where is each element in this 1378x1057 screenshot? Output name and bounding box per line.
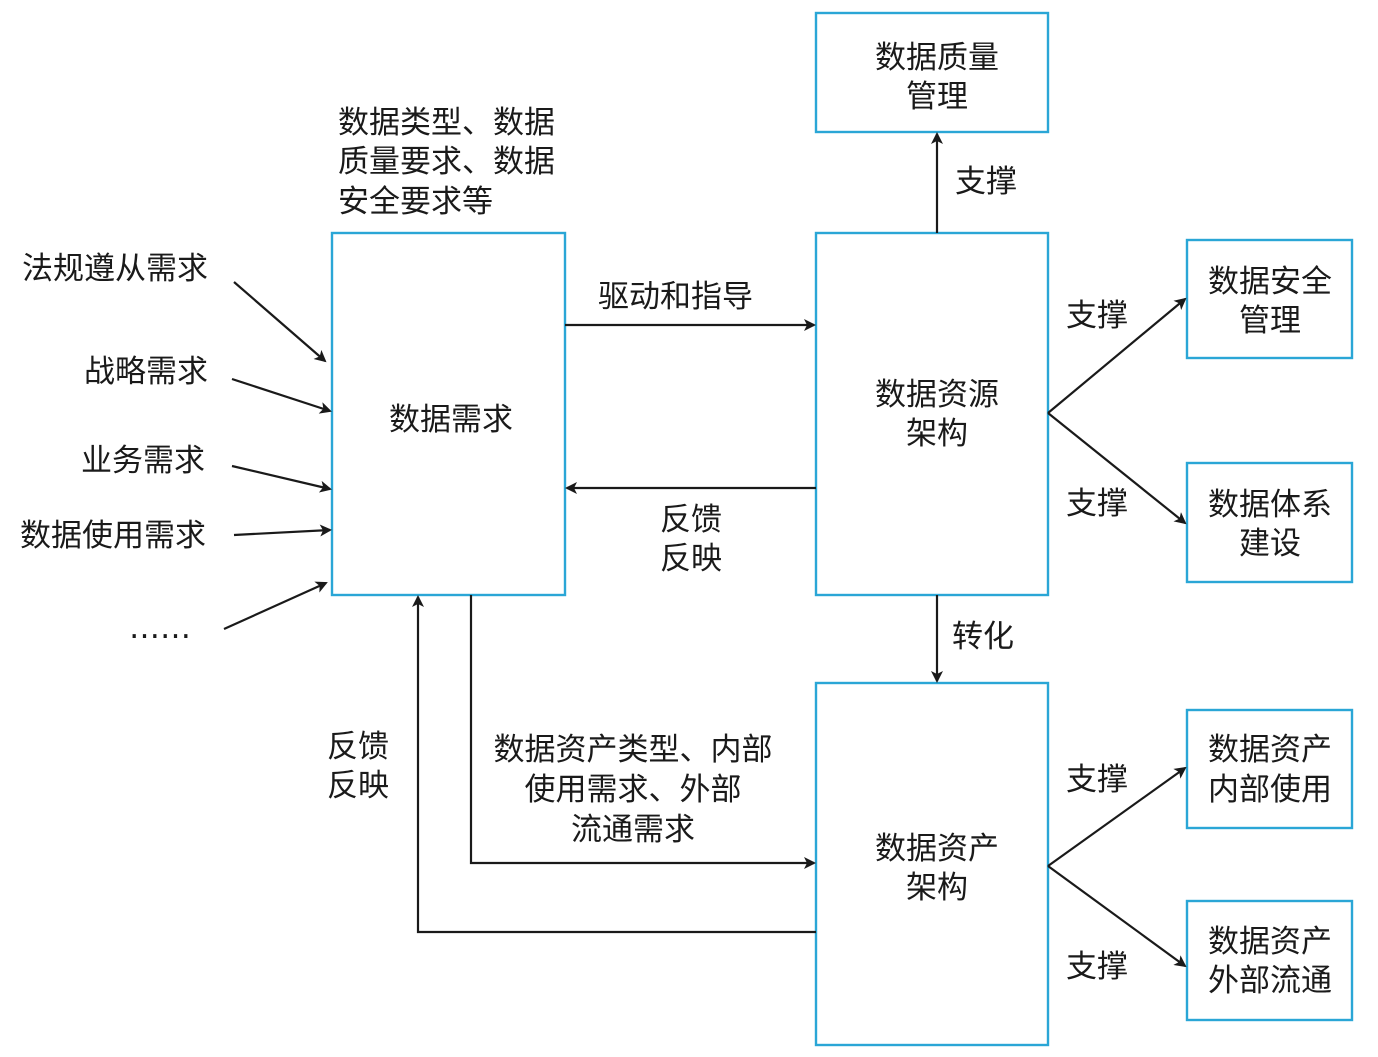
edge-label-asset-req-3: 流通需求 bbox=[571, 812, 695, 848]
edge-label-feedback-top-1: 反馈 bbox=[660, 502, 722, 538]
arrow-data-usage bbox=[233, 524, 332, 537]
security-box-line-2: 管理 bbox=[1239, 303, 1301, 339]
edge-label-support-security: 支撑 bbox=[1066, 298, 1128, 334]
system-construction-box bbox=[1185, 461, 1354, 584]
demand-box-title: 数据需求 bbox=[389, 402, 513, 438]
label-strategy: 战略需求 bbox=[84, 354, 208, 390]
arrow-support-external bbox=[1047, 865, 1187, 968]
edge-label-transform: 转化 bbox=[952, 619, 1014, 655]
edge-label-feedback-left-2: 反映 bbox=[327, 768, 389, 804]
edge-label-asset-req-1: 数据资产类型、内部 bbox=[494, 732, 773, 768]
arrow-support-security bbox=[1047, 297, 1187, 414]
external-circulation-box bbox=[1185, 899, 1354, 1022]
resource-box-line-2: 架构 bbox=[906, 416, 968, 452]
edge-label-drive: 驱动和指导 bbox=[598, 279, 753, 315]
quality-management-box bbox=[814, 11, 1050, 134]
demand-note-line-1: 数据类型、数据 bbox=[338, 105, 555, 141]
edge-label-support-external: 支撑 bbox=[1066, 949, 1128, 985]
internal-box-line-1: 数据资产 bbox=[1208, 732, 1332, 768]
demand-note-line-3: 安全要求等 bbox=[338, 184, 493, 220]
label-business: 业务需求 bbox=[81, 443, 205, 479]
demand-box bbox=[330, 231, 567, 597]
arrow-support-system bbox=[1047, 412, 1187, 525]
external-box-line-2: 外部流通 bbox=[1208, 963, 1332, 999]
security-management-box bbox=[1185, 238, 1354, 360]
arrow-other bbox=[223, 581, 328, 631]
edge-label-support-internal: 支撑 bbox=[1066, 762, 1128, 798]
label-compliance: 法规遵从需求 bbox=[22, 251, 208, 287]
resource-architecture-box bbox=[814, 231, 1050, 597]
arrow-compliance bbox=[233, 281, 327, 363]
asset-box-line-2: 架构 bbox=[906, 870, 968, 906]
security-box-line-1: 数据安全 bbox=[1208, 264, 1332, 300]
quality-box-line-1: 数据质量 bbox=[875, 40, 999, 76]
edge-label-feedback-left-1: 反馈 bbox=[327, 729, 389, 765]
edge-label-feedback-top-2: 反映 bbox=[660, 541, 722, 577]
label-ellipsis: …… bbox=[129, 610, 191, 646]
quality-box-line-2: 管理 bbox=[906, 79, 968, 115]
label-data-usage: 数据使用需求 bbox=[20, 518, 206, 554]
system-box-line-1: 数据体系 bbox=[1208, 487, 1332, 523]
edge-label-asset-req-2: 使用需求、外部 bbox=[525, 772, 742, 808]
edge-label-support-system: 支撑 bbox=[1066, 486, 1128, 522]
system-box-line-2: 建设 bbox=[1239, 526, 1301, 562]
arrow-asset-requirements bbox=[469, 595, 816, 869]
arrow-strategy bbox=[231, 377, 332, 414]
edge-label-support-quality: 支撑 bbox=[955, 164, 1017, 200]
asset-box-line-1: 数据资产 bbox=[875, 831, 999, 867]
demand-note-line-2: 质量要求、数据 bbox=[338, 144, 555, 180]
asset-architecture-box bbox=[814, 681, 1050, 1047]
resource-box-line-1: 数据资源 bbox=[875, 377, 999, 413]
internal-use-box bbox=[1185, 708, 1354, 830]
arrow-feedback-left bbox=[412, 595, 816, 934]
internal-box-line-2: 内部使用 bbox=[1208, 772, 1332, 808]
arrow-business bbox=[231, 464, 332, 493]
external-box-line-1: 数据资产 bbox=[1208, 924, 1332, 960]
arrow-support-internal bbox=[1047, 766, 1187, 867]
